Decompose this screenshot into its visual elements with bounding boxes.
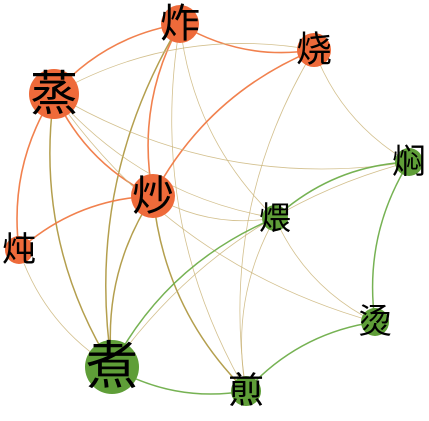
edge-wei-tang — [274, 217, 376, 323]
node-tang-circle — [361, 308, 389, 336]
edge-shao-zheng — [53, 43, 315, 95]
edge-zheng-zhu — [49, 93, 113, 368]
node-dun-label: 炖 — [2, 230, 36, 270]
node-wei-circle — [262, 205, 288, 231]
edge-shao-men — [313, 49, 410, 163]
edge-tang-jian — [245, 321, 376, 392]
node-men-label: 焖 — [392, 142, 426, 182]
edge-zheng-men — [53, 93, 410, 170]
node-chao-label: 炒 — [132, 172, 174, 221]
node-zhu-circle — [85, 340, 139, 394]
node-zha-label: 炸 — [160, 1, 200, 47]
edge-shao-jian — [239, 49, 315, 392]
node-jian[interactable]: 煎 — [228, 371, 264, 412]
node-shao-circle — [297, 33, 331, 67]
edge-wei-jian — [241, 217, 276, 392]
node-dun-circle — [5, 236, 33, 264]
node-zha-circle — [161, 5, 199, 43]
node-tang-label: 烫 — [358, 302, 392, 342]
node-zheng[interactable]: 蒸 — [29, 66, 79, 122]
node-jian-circle — [231, 376, 261, 406]
node-zha[interactable]: 炸 — [160, 1, 200, 47]
node-zheng-circle — [29, 69, 79, 119]
edge-zha-shao — [179, 23, 315, 54]
edge-zha-wei — [179, 23, 276, 219]
node-wei-label: 煨 — [259, 199, 291, 237]
node-chao-circle — [131, 174, 175, 218]
edge-zha-zhu — [105, 23, 181, 368]
node-zhu[interactable]: 煮 — [85, 337, 139, 397]
edge-men-wei — [274, 161, 410, 219]
node-dun[interactable]: 炖 — [2, 230, 36, 270]
node-men[interactable]: 焖 — [392, 142, 426, 182]
edge-men-zhu — [111, 161, 410, 368]
nodes-layer: 炸烧蒸炒炖 焖煨烫煮煎 — [2, 1, 426, 412]
edge-chao-jian — [152, 195, 247, 392]
edge-men-tang — [371, 161, 410, 323]
edge-shao-chao — [152, 49, 315, 197]
node-shao[interactable]: 烧 — [296, 30, 332, 71]
edge-zha-jian — [171, 23, 247, 392]
node-men-circle — [395, 148, 423, 176]
node-chao[interactable]: 炒 — [131, 172, 175, 221]
edge-wei-zhu — [111, 217, 276, 368]
node-zhu-label: 煮 — [86, 337, 138, 397]
node-wei[interactable]: 煨 — [259, 199, 291, 237]
node-jian-label: 煎 — [228, 371, 264, 412]
node-zheng-label: 蒸 — [30, 66, 78, 122]
edge-zheng-tang — [53, 93, 376, 323]
node-shao-label: 烧 — [296, 30, 332, 71]
node-tang[interactable]: 烫 — [358, 302, 392, 342]
